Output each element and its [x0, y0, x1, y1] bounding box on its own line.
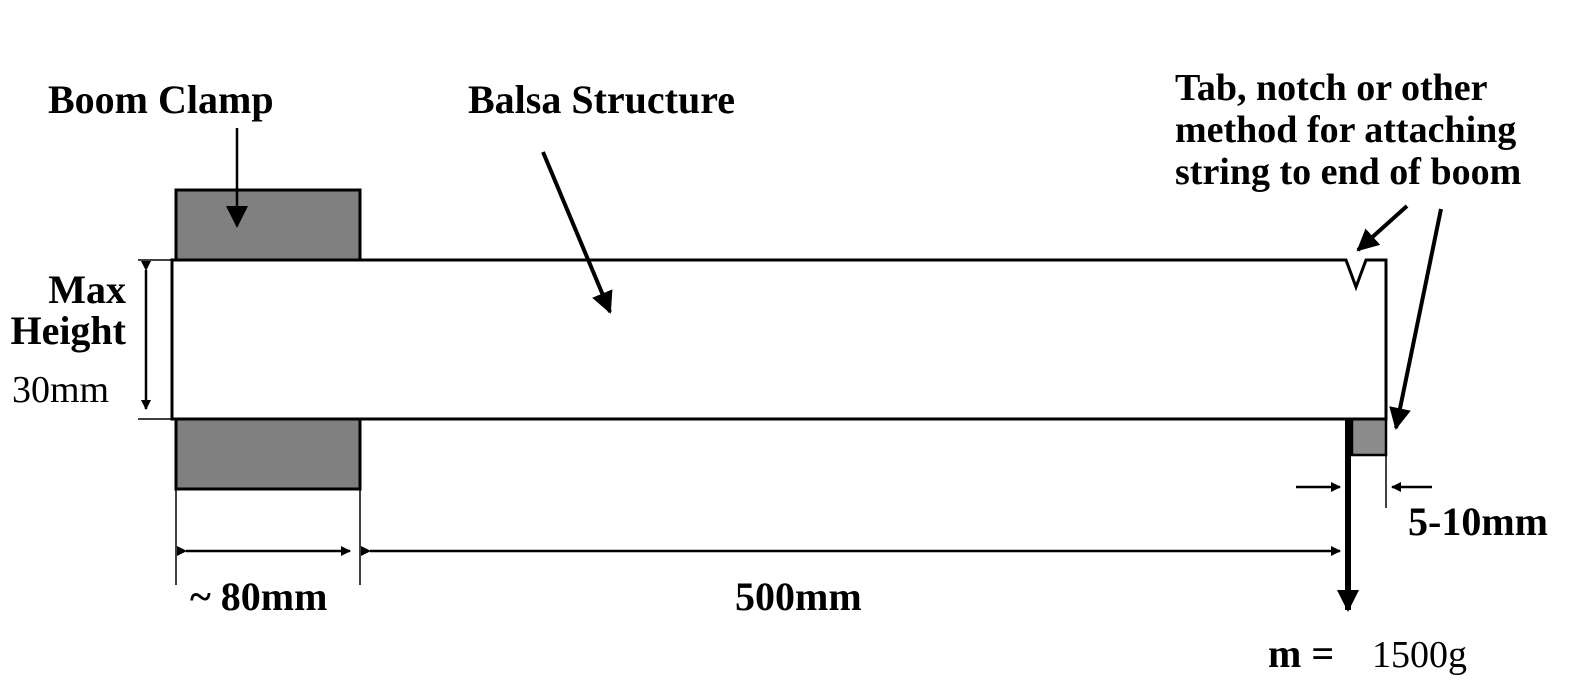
tab-note-line-3: string to end of boom: [1175, 151, 1521, 193]
notch-pointer-arrow: [1356, 204, 1409, 252]
tab-pointer-arrow: [1389, 208, 1443, 430]
boom-clamp-bottom: [174, 417, 362, 491]
balsa-structure-label: Balsa Structure: [468, 77, 735, 122]
tab-note-line-1: Tab, notch or other: [1175, 67, 1488, 109]
max-height-label-line-1: Max: [48, 267, 126, 312]
boom-length-label: 500mm: [735, 574, 862, 619]
balsa-boom: [170, 258, 1388, 421]
boom-clamp-top: [174, 188, 362, 262]
max-height-label-line-2: Height: [10, 308, 126, 353]
balsa-structure-pointer-arrow: [541, 151, 613, 314]
tab-offset-label: 5-10mm: [1408, 499, 1548, 544]
max-height-value: 30mm: [12, 369, 109, 411]
tab-note-line-2: method for attaching: [1175, 109, 1516, 151]
mass-label: m =: [1268, 631, 1334, 676]
boom-clamp-label: Boom Clamp: [48, 77, 274, 122]
mass-value: 1500g: [1372, 634, 1467, 676]
clamp-width-label: ~ 80mm: [190, 574, 327, 619]
end-tab: [1350, 417, 1388, 457]
